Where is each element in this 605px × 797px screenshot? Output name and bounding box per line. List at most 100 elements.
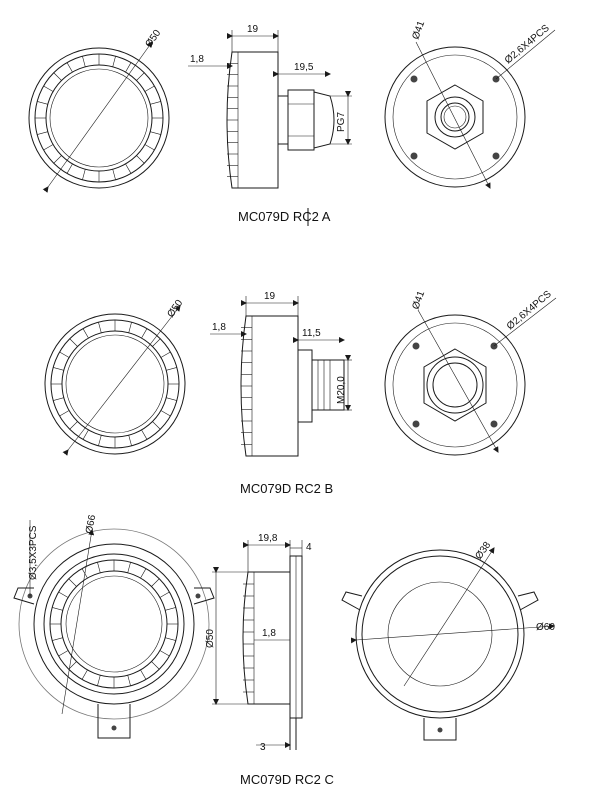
- rib-line: [82, 429, 89, 440]
- rib-line: [166, 397, 177, 401]
- rib-line: [125, 163, 132, 174]
- caption-c: MC079D RC2 C: [240, 772, 334, 787]
- rib-line: [52, 607, 63, 611]
- view-a-front: Ø50: [28, 28, 170, 193]
- view-a-side: 19 1,8 19,5 PG7: [188, 24, 352, 189]
- dim-label: Ø66: [84, 514, 98, 535]
- rib-line: [66, 62, 73, 73]
- view-b-rear: Ø41 Ø2,6X4PCS: [384, 289, 557, 456]
- rib-line: [150, 131, 161, 135]
- rib-line: [136, 155, 145, 164]
- caption-b: MC079D RC2 B: [240, 481, 334, 496]
- rib-line: [81, 669, 88, 680]
- rib-line: [141, 429, 148, 440]
- rib-line: [165, 637, 176, 641]
- rib-line: [37, 101, 48, 105]
- rib-line: [144, 85, 155, 92]
- rib-line: [144, 144, 155, 151]
- dim-label: Ø2,6X4PCS: [505, 289, 554, 333]
- rib-line: [152, 421, 161, 430]
- side-ribs: [241, 327, 252, 445]
- rib-line: [53, 367, 64, 371]
- rib-line: [159, 591, 170, 598]
- dim-label: PG7: [336, 112, 347, 132]
- rib-line: [69, 421, 78, 430]
- rib-line: [43, 144, 54, 151]
- rib-line: [151, 661, 160, 670]
- rib-line: [69, 338, 78, 347]
- rib-line: [97, 562, 101, 573]
- rib-line: [160, 410, 171, 417]
- rib-line: [82, 328, 89, 339]
- rib-line: [112, 169, 116, 180]
- dim-label: 4: [306, 542, 312, 553]
- rib-line: [43, 85, 54, 92]
- dim-label: Ø50: [205, 629, 216, 648]
- rib-line: [68, 578, 77, 587]
- rib-line: [97, 675, 101, 686]
- dim-label: Ø3,5X3PCS: [28, 525, 39, 580]
- view-c-side: 19,8 4 Ø50 1,8 3: [205, 533, 312, 753]
- rib-line: [53, 72, 62, 81]
- rib-line: [59, 351, 70, 358]
- rib-line: [128, 435, 132, 446]
- dim-label: 19: [264, 291, 276, 302]
- rib-line: [59, 410, 70, 417]
- rib-line: [140, 568, 147, 579]
- rib-line: [112, 56, 116, 67]
- rib-line: [82, 169, 86, 180]
- rib-line: [150, 101, 161, 105]
- dim-label: 11,5: [302, 328, 321, 339]
- dim-label: 1,8: [262, 628, 276, 639]
- rib-line: [127, 562, 131, 573]
- dim-label: 3: [260, 742, 266, 753]
- rib-line: [98, 322, 102, 333]
- view-b-front: Ø50: [44, 298, 186, 456]
- dim-label: 19,5: [294, 62, 314, 73]
- caption-a: MC079D RC2 A: [238, 209, 331, 224]
- dim-label: Ø50: [143, 28, 163, 50]
- rib-line: [68, 661, 77, 670]
- rib-line: [53, 155, 62, 164]
- dim-label: 19,8: [258, 533, 278, 544]
- rib-line: [166, 367, 177, 371]
- rib-line: [151, 578, 160, 587]
- view-c-rear: Ø38 Ø60: [341, 540, 555, 741]
- rib-line: [141, 328, 148, 339]
- dim-label: 1,8: [190, 54, 204, 65]
- view-c-front: Ø3,5X3PCS Ø66: [13, 514, 215, 739]
- rib-line: [165, 607, 176, 611]
- dim-label: 1,8: [212, 322, 226, 333]
- knurl-ribs: [51, 320, 179, 448]
- dim-label: Ø38: [473, 540, 493, 562]
- rib-line: [127, 675, 131, 686]
- rib-line: [58, 591, 69, 598]
- rib-line: [52, 637, 63, 641]
- view-b-side: 19 1,8 11,5 M20,0: [210, 291, 352, 457]
- dim-label: Ø41: [410, 289, 427, 311]
- rib-line: [58, 650, 69, 657]
- rib-line: [140, 669, 147, 680]
- side-ribs: [243, 583, 254, 693]
- rib-line: [66, 163, 73, 174]
- dim-label: Ø2,6X4PCS: [503, 23, 552, 67]
- dim-label: Ø41: [410, 19, 427, 41]
- rib-line: [128, 322, 132, 333]
- rib-line: [125, 62, 132, 73]
- side-ribs: [227, 63, 238, 177]
- dim-label: Ø60: [536, 622, 555, 633]
- rib-line: [159, 650, 170, 657]
- knurl-ribs: [35, 54, 163, 182]
- rib-line: [160, 351, 171, 358]
- rib-line: [82, 56, 86, 67]
- dim-label: 19: [247, 24, 259, 35]
- rib-line: [98, 435, 102, 446]
- rib-line: [53, 397, 64, 401]
- rib-line: [37, 131, 48, 135]
- view-a-rear: Ø41 Ø2,6X4PCS: [384, 19, 556, 189]
- knurl-ribs: [50, 560, 178, 688]
- rib-line: [136, 72, 145, 81]
- dim-label: Ø50: [165, 298, 185, 320]
